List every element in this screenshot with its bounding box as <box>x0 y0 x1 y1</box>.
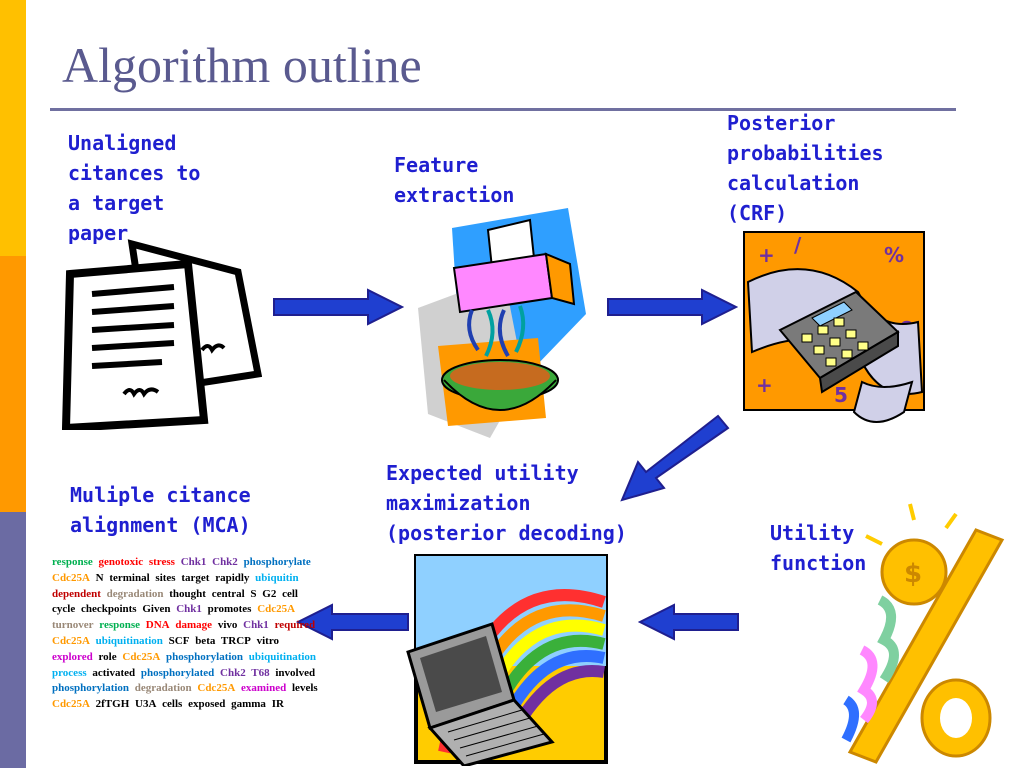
mca-word: ubiquitination <box>248 650 317 663</box>
mca-word: levels <box>292 682 318 695</box>
mca-word: Cdc25A <box>122 650 161 663</box>
arrow-right-icon <box>273 288 404 326</box>
mca-word: response <box>99 619 141 632</box>
mca-word: U3A <box>135 698 157 711</box>
svg-text:+: + <box>758 243 775 267</box>
label-feature-extraction: Feature extraction <box>394 153 515 207</box>
mca-word: activated <box>92 666 136 679</box>
mca-word: Cdc25A <box>52 698 90 711</box>
mca-word: response <box>52 556 93 568</box>
svg-text:$: $ <box>904 559 922 589</box>
mca-word: thought <box>169 587 206 600</box>
mca-word: Chk1 <box>180 556 207 568</box>
mca-word: Chk2 <box>220 666 246 679</box>
arrow-down-left-icon <box>620 414 730 502</box>
percent-icon: $ <box>841 503 1005 764</box>
mca-word: vitro <box>256 634 280 647</box>
accent-bar-purple <box>0 512 26 768</box>
arrow-left-icon <box>296 603 409 641</box>
mca-word: degradation <box>134 682 192 695</box>
mca-word: damage <box>175 619 213 632</box>
svg-text:/: / <box>794 233 802 257</box>
mca-word: gamma <box>231 698 266 711</box>
mca-word: cycle <box>52 603 76 616</box>
label-utility-function: Utility function <box>770 521 867 575</box>
mca-word: genotoxic <box>98 556 144 568</box>
mca-word: Cdc25A <box>52 634 90 647</box>
mca-word: degradation <box>106 587 164 600</box>
mca-word: ubiquitin <box>255 571 299 584</box>
mca-word: IR <box>271 698 284 711</box>
arrow-left-icon <box>638 603 739 641</box>
mca-word: Chk1 <box>243 619 269 632</box>
label-expected-utility: Expected utility maximization (posterior… <box>386 461 627 545</box>
mca-word: G2 <box>262 587 277 600</box>
mca-word: SCF <box>168 634 190 647</box>
mca-word: required <box>274 619 316 632</box>
mca-word: phosphorylation <box>52 682 130 695</box>
arrow-right-icon <box>607 288 738 326</box>
mca-word: phosphorylate <box>243 556 311 568</box>
shredder-icon <box>418 208 586 438</box>
mca-word: explored <box>52 650 93 663</box>
title-divider <box>50 108 956 111</box>
mca-word: central <box>211 587 245 600</box>
svg-text:%: % <box>884 243 904 267</box>
mca-word: Cdc25A <box>257 603 296 616</box>
mca-word: 2fTGH <box>95 698 130 711</box>
mca-word: TRCP <box>220 634 251 647</box>
mca-word: turnover <box>52 619 94 632</box>
mca-word: Chk2 <box>212 556 238 568</box>
mca-word: target <box>181 571 210 584</box>
mca-word: cell <box>282 587 298 600</box>
mca-word: cells <box>162 698 183 711</box>
label-mca: Muliple citance alignment (MCA) <box>70 483 251 537</box>
accent-bar-yellow <box>0 0 26 256</box>
mca-word: dependent <box>52 587 101 600</box>
calculator-icon: +%+ o/5 <box>743 231 925 423</box>
mca-word: Cdc25A <box>52 571 90 584</box>
mca-word: Cdc25A <box>197 682 236 695</box>
document-icon <box>62 239 262 430</box>
mca-word-list: response genotoxic stress Chk1 Chk2 phos… <box>52 555 322 713</box>
mca-word: terminal <box>109 571 150 584</box>
mca-word: checkpoints <box>80 603 137 616</box>
mca-word: phosphorylation <box>166 650 244 663</box>
slide-title: Algorithm outline <box>62 37 422 93</box>
label-posterior-calculation: Posterior probabilities calculation (CRF… <box>727 111 884 225</box>
mca-word: beta <box>195 634 216 647</box>
mca-word: S <box>250 587 257 600</box>
mca-word: promotes <box>207 603 252 616</box>
svg-text:5: 5 <box>834 383 848 407</box>
mca-word: rapidly <box>215 571 250 584</box>
label-unaligned-citances: Unaligned citances to a target paper <box>68 131 201 245</box>
svg-text:+: + <box>756 373 773 397</box>
mca-word: sites <box>155 571 176 584</box>
mca-word: Chk1 <box>176 603 202 616</box>
mca-word: Given <box>142 603 171 616</box>
mca-word: T68 <box>251 666 270 679</box>
mca-word: exposed <box>188 698 226 711</box>
mca-word: stress <box>148 556 175 568</box>
mca-word: N <box>95 571 104 584</box>
mca-word: role <box>98 650 117 663</box>
mca-word: ubiquitination <box>95 634 163 647</box>
mca-word: vivo <box>217 619 238 632</box>
mca-word: involved <box>275 666 316 679</box>
mca-word: DNA <box>145 619 170 632</box>
rainbow-laptop-icon <box>406 554 608 766</box>
accent-bar-orange <box>0 256 26 512</box>
mca-word: phosphorylated <box>140 666 215 679</box>
mca-word: process <box>52 666 87 679</box>
mca-word: examined <box>241 682 287 695</box>
